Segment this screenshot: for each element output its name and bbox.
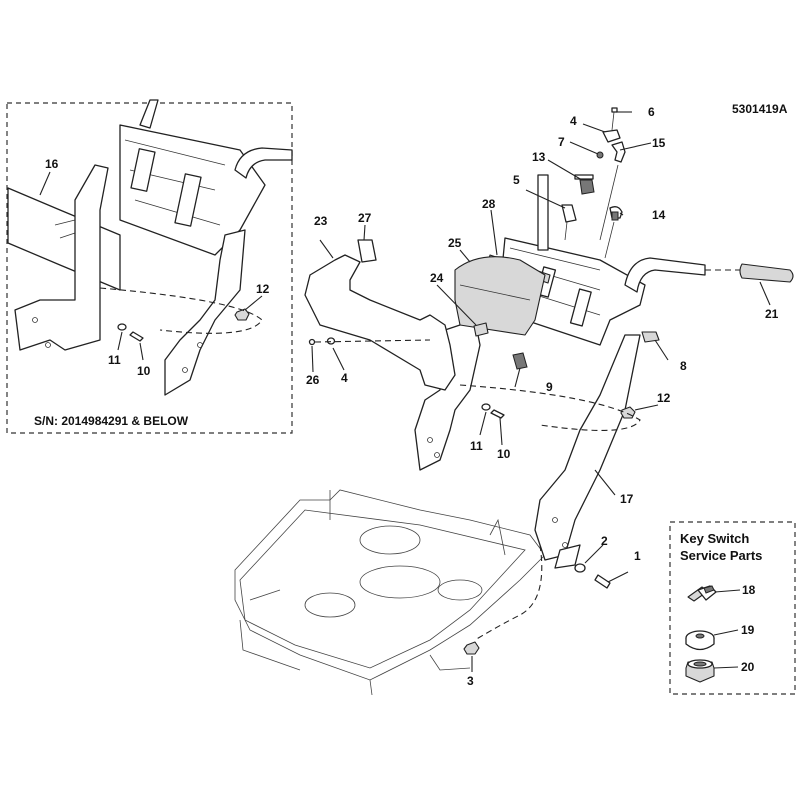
callout-20: 20 — [741, 660, 755, 674]
callout-5: 5 — [513, 173, 520, 187]
key-switch-title-1: Key Switch — [680, 531, 749, 546]
callout-16: 16 — [45, 157, 59, 171]
callout-3: 3 — [467, 674, 474, 688]
callout-25: 25 — [448, 236, 462, 250]
callout-13: 13 — [532, 150, 546, 164]
serial-note: S/N: 2014984291 & BELOW — [34, 414, 189, 428]
callout-4-top: 4 — [570, 114, 577, 128]
drawing-number: 5301419A — [732, 102, 788, 116]
callout-24: 24 — [430, 271, 444, 285]
callout-26: 26 — [306, 373, 320, 387]
callout-27: 27 — [358, 211, 372, 225]
callout-10: 10 — [497, 447, 511, 461]
callout-23: 23 — [314, 214, 328, 228]
callout-7: 7 — [558, 135, 565, 149]
callout-10-inset: 10 — [137, 364, 151, 378]
callout-9: 9 — [546, 380, 553, 394]
callout-17: 17 — [620, 492, 634, 506]
callout-21: 21 — [765, 307, 779, 321]
callout-8: 8 — [680, 359, 687, 373]
key-icon — [687, 585, 717, 602]
main-assembly: 1 2 3 4 5 6 7 8 9 10 11 12 13 14 15 17 2… — [234, 105, 794, 696]
callout-12-inset: 12 — [256, 282, 270, 296]
callout-11: 11 — [470, 439, 483, 453]
callout-11-inset: 11 — [108, 353, 121, 367]
key-switch-box: Key Switch Service Parts 18 19 20 — [669, 521, 796, 695]
callout-28: 28 — [482, 197, 496, 211]
key-switch-border — [669, 521, 796, 695]
callout-4-left: 4 — [341, 371, 348, 385]
callout-18: 18 — [742, 583, 756, 597]
callout-1: 1 — [634, 549, 641, 563]
cap-icon — [685, 630, 715, 651]
chassis-frame — [234, 489, 546, 696]
callout-15: 15 — [652, 136, 666, 150]
inset-border — [6, 102, 293, 434]
callout-19: 19 — [741, 623, 755, 637]
nut-icon — [685, 659, 715, 683]
key-switch-title-2: Service Parts — [680, 548, 762, 563]
inset-panel: 16 12 11 10 S/N: 2014984291 & BELOW — [6, 99, 293, 434]
callout-2: 2 — [601, 534, 608, 548]
callout-6: 6 — [648, 105, 655, 119]
callout-12: 12 — [657, 391, 671, 405]
callout-14: 14 — [652, 208, 666, 222]
